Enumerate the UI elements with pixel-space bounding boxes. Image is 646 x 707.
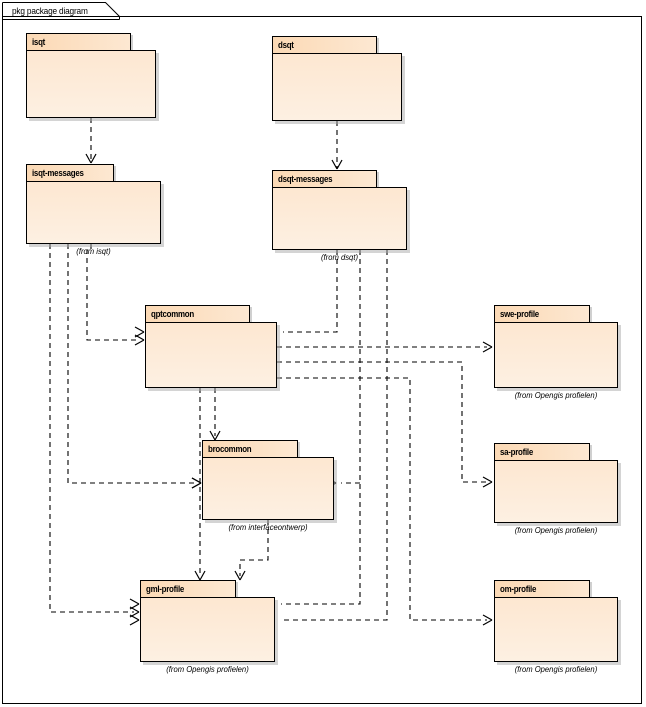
package-origin-gml-profile: (from Opengis profielen) bbox=[166, 664, 249, 674]
package-dsqt[interactable]: dsqt bbox=[272, 36, 402, 121]
package-tab-om-profile: om-profile bbox=[494, 580, 590, 598]
package-qptcommon[interactable]: qptcommon bbox=[145, 305, 277, 388]
package-name-gml-profile: gml-profile bbox=[146, 584, 185, 594]
package-body-swe-profile bbox=[494, 322, 618, 388]
package-tab-isqt-messages: isqt-messages bbox=[26, 164, 114, 182]
package-tab-isqt: isqt bbox=[26, 33, 131, 51]
package-body-dsqt bbox=[272, 53, 402, 121]
package-brocommon[interactable]: brocommon (from interfaceontwerp) bbox=[202, 440, 334, 532]
package-tab-sa-profile: sa-profile bbox=[494, 443, 590, 461]
package-origin-brocommon: (from interfaceontwerp) bbox=[228, 522, 308, 532]
package-name-isqt-messages: isqt-messages bbox=[32, 168, 84, 178]
package-body-sa-profile bbox=[494, 460, 618, 523]
package-name-om-profile: om-profile bbox=[500, 584, 537, 594]
package-body-dsqt-messages bbox=[272, 187, 407, 250]
package-tab-qptcommon: qptcommon bbox=[145, 305, 250, 323]
package-tab-dsqt: dsqt bbox=[272, 36, 377, 54]
frame-label: pkg package diagram bbox=[12, 6, 88, 16]
package-isqt-messages[interactable]: isqt-messages (from isqt) bbox=[26, 164, 161, 256]
package-dsqt-messages[interactable]: dsqt-messages (from dsqt) bbox=[272, 170, 407, 262]
package-om-profile[interactable]: om-profile (from Opengis profielen) bbox=[494, 580, 618, 674]
package-body-isqt-messages bbox=[26, 181, 161, 244]
package-name-isqt: isqt bbox=[32, 37, 46, 47]
package-body-qptcommon bbox=[145, 322, 277, 388]
package-isqt[interactable]: isqt bbox=[26, 33, 156, 118]
package-name-dsqt: dsqt bbox=[278, 40, 294, 50]
package-name-swe-profile: swe-profile bbox=[500, 309, 539, 319]
package-tab-dsqt-messages: dsqt-messages bbox=[272, 170, 377, 188]
package-body-isqt bbox=[26, 50, 156, 118]
package-tab-swe-profile: swe-profile bbox=[494, 305, 590, 323]
package-body-brocommon bbox=[202, 457, 334, 520]
package-sa-profile[interactable]: sa-profile (from Opengis profielen) bbox=[494, 443, 618, 535]
package-origin-isqt-messages: (from isqt) bbox=[76, 246, 111, 256]
package-swe-profile[interactable]: swe-profile (from Opengis profielen) bbox=[494, 305, 618, 400]
package-tab-brocommon: brocommon bbox=[202, 440, 298, 458]
package-origin-sa-profile: (from Opengis profielen) bbox=[514, 525, 598, 535]
package-origin-om-profile: (from Opengis profielen) bbox=[514, 664, 598, 674]
package-name-brocommon: brocommon bbox=[208, 444, 252, 454]
package-gml-profile[interactable]: gml-profile (from Opengis profielen) bbox=[140, 580, 275, 674]
package-body-om-profile bbox=[494, 597, 618, 662]
package-name-sa-profile: sa-profile bbox=[500, 447, 534, 457]
package-name-qptcommon: qptcommon bbox=[151, 309, 194, 319]
package-tab-gml-profile: gml-profile bbox=[140, 580, 236, 598]
package-origin-dsqt-messages: (from dsqt) bbox=[321, 252, 358, 262]
diagram-frame bbox=[2, 16, 642, 704]
package-body-gml-profile bbox=[140, 597, 275, 662]
package-origin-swe-profile: (from Opengis profielen) bbox=[514, 390, 598, 400]
package-name-dsqt-messages: dsqt-messages bbox=[278, 174, 333, 184]
